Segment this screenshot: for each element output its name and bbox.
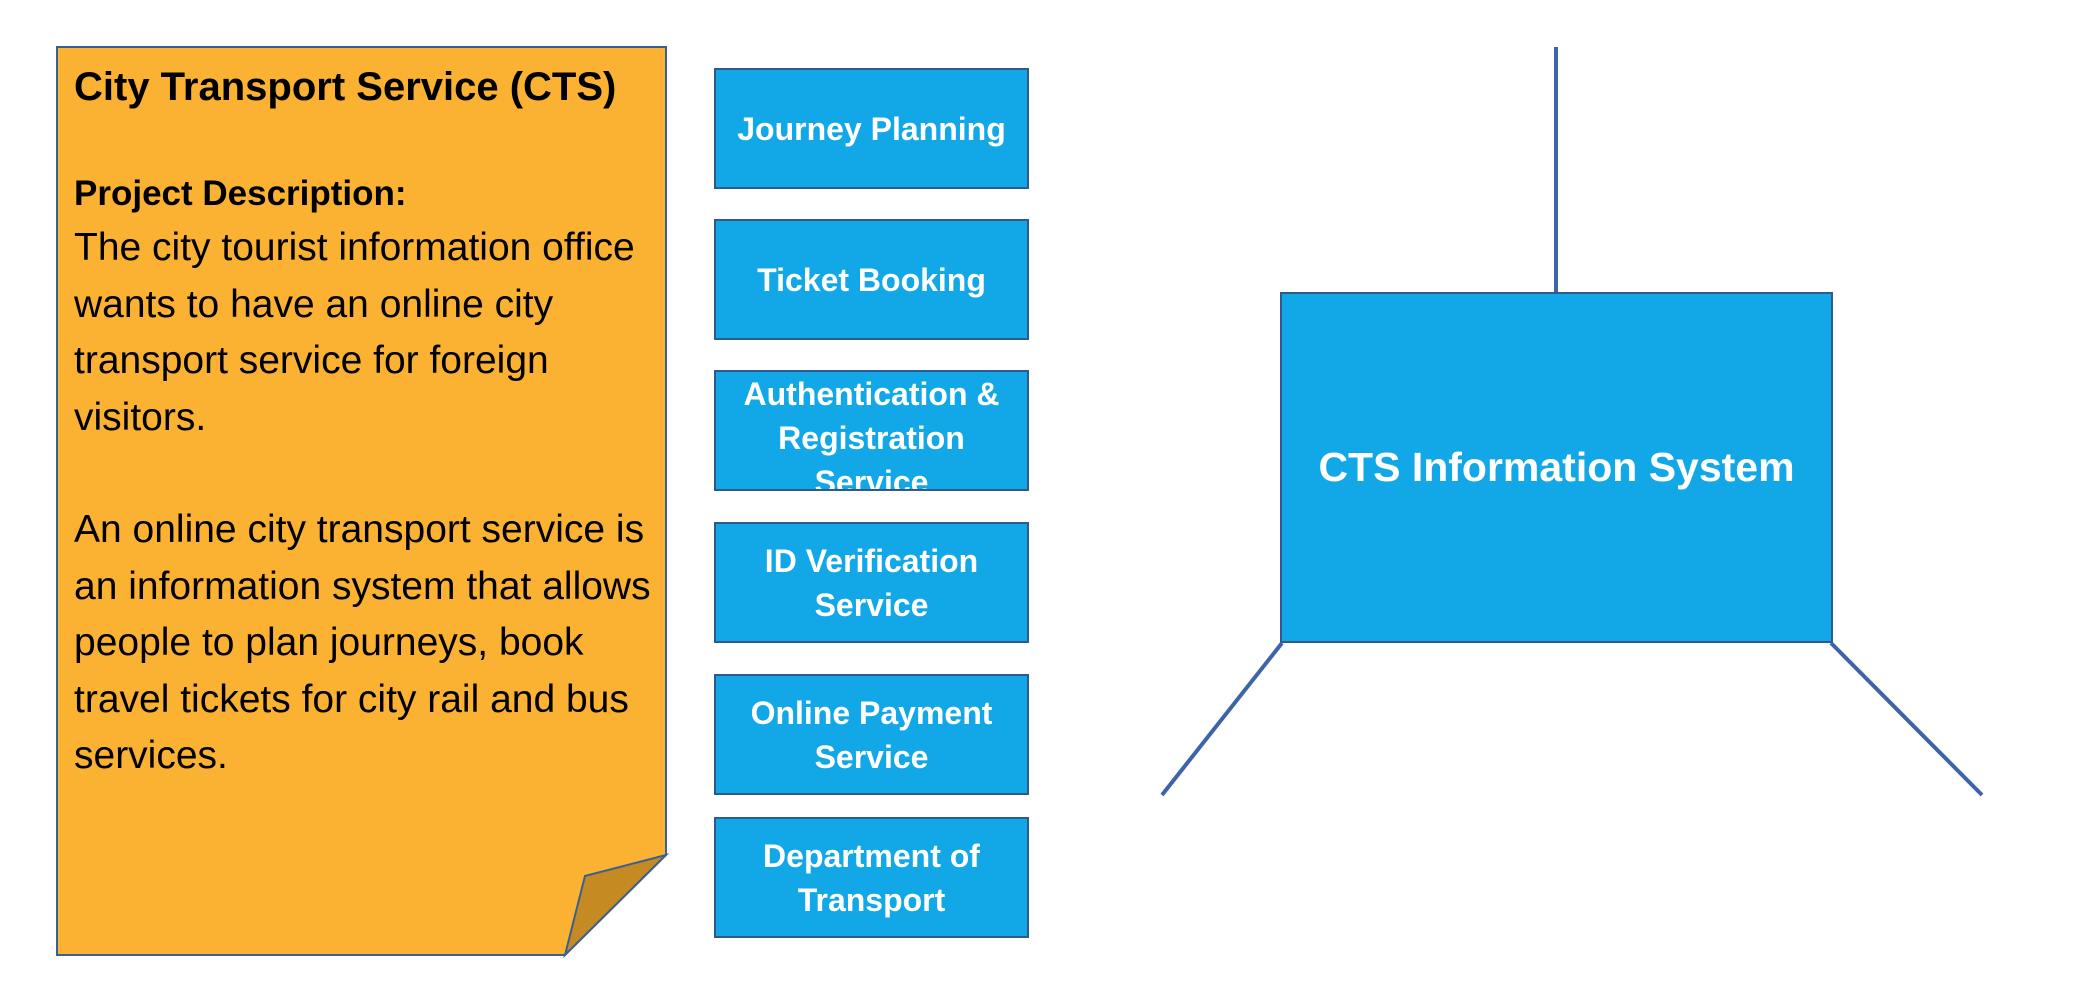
system-box-cts-information-system[interactable]: CTS Information System <box>1280 292 1833 643</box>
project-note-fold <box>563 853 670 959</box>
service-box-authentication-registration[interactable]: Authentication & Registration Service <box>714 370 1029 491</box>
connector-bottom-left <box>1160 641 1284 797</box>
project-note: City Transport Service (CTS) Project Des… <box>74 58 664 785</box>
service-label: Department of Transport <box>763 837 980 918</box>
project-description-heading: Project Description: <box>74 174 407 213</box>
service-box-online-payment[interactable]: Online Payment Service <box>714 674 1029 795</box>
service-label: Authentication & Registration Service <box>743 376 1000 491</box>
service-label: Online Payment Service <box>750 694 993 775</box>
service-label: ID Verification Service <box>764 542 979 623</box>
service-box-ticket-booking[interactable]: Ticket Booking <box>714 219 1029 340</box>
project-note-title: City Transport Service (CTS) <box>74 65 617 109</box>
service-box-id-verification[interactable]: ID Verification Service <box>714 522 1029 643</box>
service-box-department-of-transport[interactable]: Department of Transport <box>714 817 1029 938</box>
service-box-journey-planning[interactable]: Journey Planning <box>714 68 1029 189</box>
project-description-paragraph: The city tourist information office want… <box>74 226 635 439</box>
project-description-paragraph: An online city transport service is an i… <box>74 508 651 777</box>
service-label: Journey Planning <box>737 110 1006 147</box>
system-label: CTS Information System <box>1318 444 1795 490</box>
connector-bottom-right <box>1829 641 1984 797</box>
service-label: Ticket Booking <box>757 261 986 298</box>
